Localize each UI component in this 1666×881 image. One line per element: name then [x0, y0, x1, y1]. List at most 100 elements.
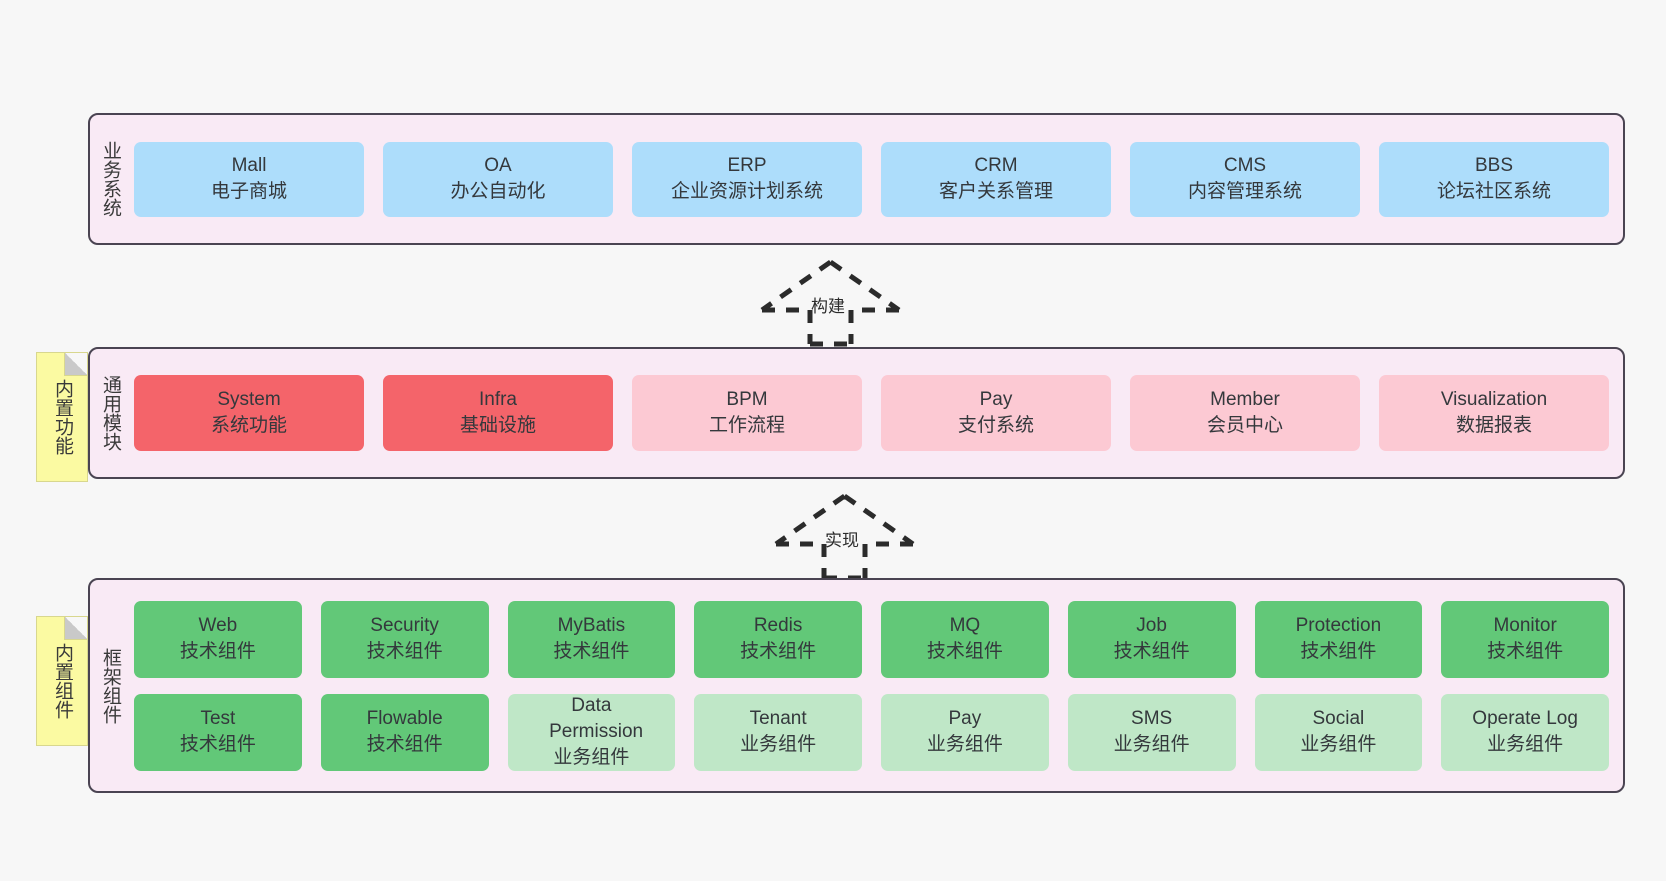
cell-security-title: Security [370, 615, 439, 637]
note-builtin-components-label: 内置组件 [52, 643, 74, 719]
cell-monitor[interactable]: Monitor 技术组件 [1441, 600, 1609, 678]
note-builtin-components: 内置组件 [36, 616, 88, 746]
cell-crm-subtitle: 客户关系管理 [938, 181, 1053, 202]
cell-system-title: System [217, 389, 281, 411]
implement-arrow: 实现 [772, 492, 917, 582]
cell-infra-subtitle: 基础设施 [459, 415, 536, 436]
cell-tenant-subtitle: 业务组件 [740, 734, 817, 755]
cell-erp[interactable]: ERP 企业资源计划系统 [632, 141, 862, 217]
cell-monitor-title: Monitor [1493, 615, 1557, 637]
layer-title-business-system: 业务系统 [100, 141, 122, 217]
cell-protection-title: Protection [1295, 615, 1382, 637]
cell-redis[interactable]: Redis 技术组件 [694, 600, 862, 678]
cell-redis-title: Redis [753, 615, 803, 637]
layer-body-framework-component: Web 技术组件 Security 技术组件 MyBatis 技术组件 Redi… [130, 580, 1623, 791]
cell-tenant[interactable]: Tenant 业务组件 [694, 693, 862, 771]
cell-flowable[interactable]: Flowable 技术组件 [320, 693, 489, 771]
cell-visualization-subtitle: 数据报表 [1455, 415, 1532, 436]
cell-mq-title: MQ [949, 615, 981, 637]
layer-title-common-module: 通用模块 [100, 375, 122, 451]
framework-component-rows: Web 技术组件 Security 技术组件 MyBatis 技术组件 Redi… [134, 600, 1609, 771]
cell-flowable-title: Flowable [366, 708, 443, 730]
layer-body-common-module: System 系统功能 Infra 基础设施 BPM 工作流程 Pay 支付系统… [130, 349, 1623, 477]
cell-mq-subtitle: 技术组件 [926, 641, 1003, 662]
cell-mall-title: Mall [231, 155, 267, 177]
cell-protection[interactable]: Protection 技术组件 [1254, 600, 1423, 678]
cell-bbs-subtitle: 论坛社区系统 [1436, 181, 1551, 202]
cell-mybatis-subtitle: 技术组件 [553, 641, 630, 662]
cell-web-title: Web [198, 615, 238, 637]
cell-mall[interactable]: Mall 电子商城 [134, 141, 364, 217]
cell-visualization[interactable]: Visualization 数据报表 [1379, 375, 1609, 451]
cell-operate-log-title: Operate Log [1472, 708, 1578, 730]
cell-oa[interactable]: OA 办公自动化 [383, 141, 613, 217]
cell-social-title: Social [1312, 708, 1365, 730]
cell-cms-title: CMS [1223, 155, 1267, 177]
layer-framework-component: 框架组件 Web 技术组件 Security 技术组件 MyBatis 技术组件 [88, 578, 1625, 793]
cell-member-title: Member [1210, 389, 1280, 411]
cell-mq[interactable]: MQ 技术组件 [881, 600, 1049, 678]
cell-web-subtitle: 技术组件 [179, 641, 256, 662]
cell-job-subtitle: 技术组件 [1113, 641, 1190, 662]
cell-flowable-subtitle: 技术组件 [366, 734, 443, 755]
layer-business-system: 业务系统 Mall 电子商城 OA 办公自动化 ERP 企业资源计划系统 CRM… [88, 113, 1625, 245]
cell-crm[interactable]: CRM 客户关系管理 [881, 141, 1111, 217]
framework-business-row: Test 技术组件 Flowable 技术组件 Data Permission … [134, 693, 1609, 771]
cell-infra[interactable]: Infra 基础设施 [383, 375, 613, 451]
cell-oa-title: OA [484, 155, 512, 177]
cell-test[interactable]: Test 技术组件 [134, 693, 302, 771]
cell-pay-component[interactable]: Pay 业务组件 [881, 693, 1049, 771]
cell-social[interactable]: Social 业务组件 [1254, 693, 1423, 771]
cell-protection-subtitle: 技术组件 [1300, 641, 1377, 662]
cell-job-title: Job [1136, 615, 1167, 637]
cell-visualization-title: Visualization [1440, 389, 1548, 411]
cell-security[interactable]: Security 技术组件 [320, 600, 489, 678]
layer-body-business-system: Mall 电子商城 OA 办公自动化 ERP 企业资源计划系统 CRM 客户关系… [130, 115, 1623, 243]
cell-data-permission[interactable]: Data Permission 业务组件 [507, 693, 676, 771]
cell-test-subtitle: 技术组件 [179, 734, 256, 755]
cell-data-permission-subtitle: 业务组件 [553, 746, 630, 768]
cell-tenant-title: Tenant [749, 708, 807, 730]
cell-cms-subtitle: 内容管理系统 [1187, 181, 1302, 202]
cell-erp-subtitle: 企业资源计划系统 [670, 181, 823, 202]
cell-security-subtitle: 技术组件 [366, 641, 443, 662]
cell-sms-title: SMS [1131, 708, 1173, 730]
cell-job[interactable]: Job 技术组件 [1067, 600, 1236, 678]
cell-member[interactable]: Member 会员中心 [1130, 375, 1360, 451]
cell-system[interactable]: System 系统功能 [134, 375, 364, 451]
cell-system-subtitle: 系统功能 [210, 415, 287, 436]
cell-sms[interactable]: SMS 业务组件 [1067, 693, 1236, 771]
note-builtin-features: 内置功能 [36, 352, 88, 482]
business-system-row: Mall 电子商城 OA 办公自动化 ERP 企业资源计划系统 CRM 客户关系… [134, 141, 1609, 217]
cell-member-subtitle: 会员中心 [1206, 415, 1283, 436]
cell-web[interactable]: Web 技术组件 [134, 600, 302, 678]
cell-pay-component-subtitle: 业务组件 [926, 734, 1003, 755]
cell-crm-title: CRM [974, 155, 1018, 177]
framework-tech-row: Web 技术组件 Security 技术组件 MyBatis 技术组件 Redi… [134, 600, 1609, 678]
cell-pay-component-title: Pay [948, 708, 982, 730]
common-module-row: System 系统功能 Infra 基础设施 BPM 工作流程 Pay 支付系统… [134, 375, 1609, 451]
cell-pay-module-title: Pay [979, 389, 1013, 411]
build-arrow: 构建 [758, 258, 903, 348]
cell-operate-log-subtitle: 业务组件 [1487, 734, 1564, 755]
cell-bpm[interactable]: BPM 工作流程 [632, 375, 862, 451]
cell-oa-subtitle: 办公自动化 [450, 181, 546, 202]
note-fold-corner-icon [64, 353, 87, 376]
cell-bbs-title: BBS [1474, 155, 1514, 177]
cell-cms[interactable]: CMS 内容管理系统 [1130, 141, 1360, 217]
cell-sms-subtitle: 业务组件 [1113, 734, 1190, 755]
cell-pay-module[interactable]: Pay 支付系统 [881, 375, 1111, 451]
cell-mybatis-title: MyBatis [557, 615, 626, 637]
cell-bpm-subtitle: 工作流程 [708, 415, 785, 436]
cell-pay-module-subtitle: 支付系统 [957, 415, 1034, 436]
cell-operate-log[interactable]: Operate Log 业务组件 [1441, 693, 1609, 771]
cell-mybatis[interactable]: MyBatis 技术组件 [507, 600, 676, 678]
note-fold-corner-icon [64, 617, 87, 640]
cell-bbs[interactable]: BBS 论坛社区系统 [1379, 141, 1609, 217]
implement-arrow-label: 实现 [825, 531, 859, 550]
note-builtin-features-label: 内置功能 [52, 379, 74, 455]
cell-infra-title: Infra [478, 389, 518, 411]
build-arrow-label: 构建 [811, 297, 845, 316]
cell-erp-title: ERP [727, 155, 767, 177]
